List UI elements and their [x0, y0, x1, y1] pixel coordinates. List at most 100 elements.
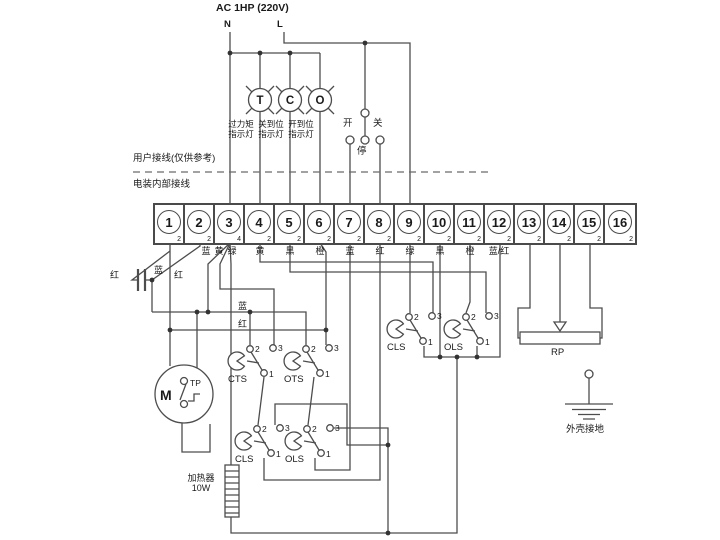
stop-button-contact-top: [360, 108, 370, 118]
switch-cts: 2 3 1 CTS: [227, 343, 283, 385]
rp-left-lead: [517, 243, 531, 339]
cts1-cls2-link: [257, 376, 265, 426]
terminal-number: 6: [307, 210, 331, 234]
switch-cls: 2 3 1 CLS: [234, 423, 290, 465]
terminal-number: 8: [367, 210, 391, 234]
terminal-strip: 1 2 2 2 3 4 4 2 5 2 6 2 7 2 8 2 9 2 10 2…: [153, 203, 637, 245]
svg-text:1: 1: [428, 337, 433, 347]
blue-wire-label: 蓝: [238, 301, 248, 311]
svg-text:2: 2: [262, 424, 267, 434]
t3-fan-yellow: [219, 242, 275, 345]
red-horizontal-wire: [170, 329, 327, 345]
svg-text:2: 2: [471, 312, 476, 322]
heater-bottom-bus: [230, 357, 458, 534]
terminal-number: 16: [608, 210, 632, 234]
terminal-wire-count: 2: [357, 236, 361, 243]
terminal-wire-count: 2: [537, 236, 541, 243]
wire-color-label: 蓝/红: [488, 246, 510, 256]
terminal-number: 14: [547, 210, 571, 234]
terminal-cell: 7 2: [335, 205, 365, 243]
terminal-number: 10: [427, 210, 451, 234]
junction-dots: [149, 40, 480, 536]
terminal-cell: 13 2: [515, 205, 545, 243]
blue-horizontal-wire: [152, 311, 307, 345]
motor-letter: M: [160, 387, 172, 403]
wire-color-label: 橙: [315, 246, 325, 256]
stop-button-contact-bottom: [360, 135, 370, 145]
ols3-return: [334, 427, 389, 533]
motor-bottom-loop: [181, 421, 211, 453]
terminal-cell: 12 2: [485, 205, 515, 243]
terminal-cell: 16 2: [605, 205, 635, 243]
svg-text:O: O: [316, 95, 325, 107]
red-wire-label: 红: [238, 319, 248, 329]
svg-text:2: 2: [312, 424, 317, 434]
power-title: AC 1HP (220V): [216, 2, 289, 14]
switch-ols: 2 3 1 OLS: [443, 311, 499, 353]
svg-text:1: 1: [485, 337, 490, 347]
terminal-cell: 9 2: [395, 205, 425, 243]
svg-text:2: 2: [414, 312, 419, 322]
indicator-lamp-C: C: [275, 85, 305, 115]
wire-color-label: 黑: [435, 246, 445, 256]
ground-label: 外壳接地: [566, 424, 605, 435]
t3-fan-green-heater: [229, 242, 232, 465]
thermal-protector-symbol: [179, 383, 200, 402]
terminal-wire-count: 2: [447, 236, 451, 243]
lamp-label: 开到位指示灯: [288, 119, 314, 139]
terminal-number: 3: [217, 210, 241, 234]
terminal-number: 9: [397, 210, 421, 234]
cap-blue-label: 蓝: [154, 265, 164, 275]
terminal-cell: 14 2: [545, 205, 575, 243]
close-button-label: 关: [373, 118, 383, 129]
wire-color-label: 蓝: [345, 246, 355, 256]
terminal-cell: 3 4: [215, 205, 245, 243]
t6-wire: [319, 242, 327, 330]
thermal-protector-label: TP: [190, 378, 201, 388]
rp-wiper-arrow: [552, 321, 568, 333]
svg-text:3: 3: [437, 311, 442, 321]
line-label: L: [277, 19, 283, 30]
svg-text:1: 1: [326, 449, 331, 459]
svg-text:C: C: [286, 95, 294, 107]
svg-text:2: 2: [311, 344, 316, 354]
svg-text:3: 3: [494, 311, 499, 321]
close-button-contact: [375, 135, 385, 145]
terminal-cell: 15 2: [575, 205, 605, 243]
cap-red-label: 红: [110, 270, 120, 280]
terminal-wire-count: 2: [629, 236, 633, 243]
terminal-number: 15: [577, 210, 601, 234]
t5-ols3-wire: [289, 243, 487, 313]
capacitor-icon: [136, 269, 147, 291]
switch-ots: 2 3 1 OTS: [283, 343, 339, 385]
internal-wiring-label: 电装内部接线: [133, 179, 191, 190]
svg-text:CLS: CLS: [387, 342, 405, 353]
svg-text:1: 1: [325, 369, 330, 379]
user-wiring-label: 用户接线(仅供参考): [133, 153, 216, 164]
wire-color-label: 蓝: [201, 246, 211, 256]
wire-color-label: 黄: [255, 246, 265, 256]
wire-color-label: 橙: [465, 246, 475, 256]
earth-icon: [565, 403, 613, 420]
t11-ols2-wire: [465, 243, 471, 314]
rp-right-lead: [589, 243, 603, 339]
switch-cls: 2 3 1 CLS: [386, 311, 442, 353]
lamp-stems: [259, 53, 321, 205]
rp-resistor-body: [519, 331, 601, 345]
svg-text:3: 3: [285, 423, 290, 433]
svg-text:CLS: CLS: [235, 454, 253, 465]
svg-text:3: 3: [335, 423, 340, 433]
terminal-number: 5: [277, 210, 301, 234]
terminal-cell: 11 2: [455, 205, 485, 243]
terminal-number: 4: [247, 210, 271, 234]
right-common-bus: [423, 243, 501, 358]
terminal-number: 11: [457, 210, 481, 234]
terminal-cell: 1 2: [155, 205, 185, 243]
button-wires: [349, 144, 381, 205]
switch-ols: 2 3 1 OLS: [284, 423, 340, 465]
lamp-label: 过力矩指示灯: [228, 119, 254, 139]
stop-button-label: 停: [357, 146, 367, 157]
